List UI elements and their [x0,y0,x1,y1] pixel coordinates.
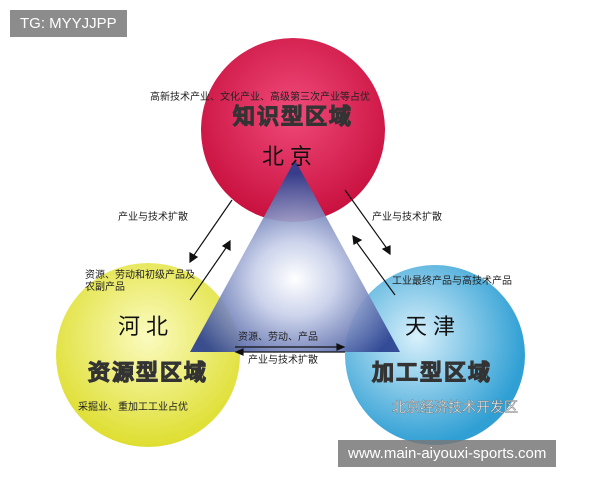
flow-beijing-to-tianjin: 产业与技术扩散 [372,212,442,223]
arrow-hebei-to-beijing [189,244,229,301]
hebei-circle [56,263,240,447]
tianjin-label: 天津 [405,315,462,340]
beijing-type: 知识型区域 [232,105,354,130]
arrow-beijing-to-tianjin [344,189,389,251]
center-triangle [190,160,400,352]
watermark-top-left: TG: MYYJJPP [10,10,127,37]
hebei-label: 河北 [118,315,175,340]
tianjin-type: 加工型区域 [371,361,493,386]
arrow-tianjin-to-beijing [354,239,396,296]
watermark-bottom-right: www.main-aiyouxi-sports.com [338,440,557,467]
hebei-desc: 采掘业、重加工工业占优 [78,402,188,413]
tianjin-circle [345,265,525,445]
flow-beijing-to-hebei: 产业与技术扩散 [118,212,188,223]
beijing-desc: 高新技术产业、文化产业、高级第三次产业等占优 [150,92,370,103]
flow-hebei-to-tianjin: 资源、劳动、产品 [238,332,318,343]
beijing-label: 北京 [262,145,319,170]
arrow-beijing-to-hebei [191,199,233,259]
hebei-type: 资源型区域 [87,361,209,386]
flow-tianjin-to-beijing: 工业最终产品与高技术产品 [392,276,512,287]
logo-text: 北京经济技术开发区 [392,400,519,416]
flow-hebei-to-beijing: 资源、劳动和初级产品及农副产品 [85,270,195,293]
flow-tianjin-to-hebei: 产业与技术扩散 [248,355,318,366]
beijing-circle [201,38,385,222]
